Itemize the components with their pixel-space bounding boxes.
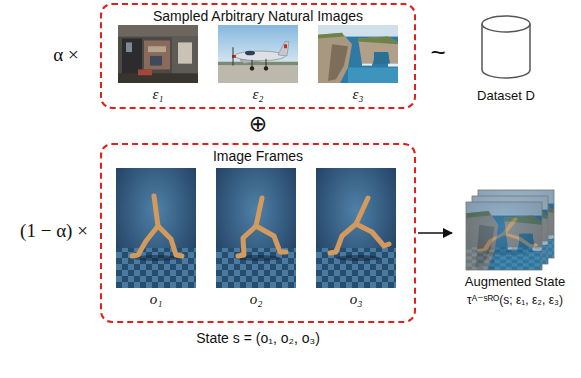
- node-title: Dataset D: [466, 88, 546, 104]
- tilde-symbol: ~: [430, 38, 445, 68]
- cylinder-outline: [479, 14, 533, 80]
- one-minus-alpha-weight: (1 − α) ×: [20, 220, 88, 242]
- image-frames: [116, 168, 396, 288]
- natural-images: [118, 25, 398, 83]
- oplus-symbol: ⊕: [249, 111, 267, 136]
- augmented-state-node: Augmented State τᴬ⁻ˢᴿᴼ(s; ε₁, ε₂, ε₃): [452, 190, 578, 307]
- state-caption: State s = (o₁, o₂, o₃): [196, 330, 320, 346]
- arrow-connector: [418, 232, 452, 234]
- frame-label: o₁: [150, 291, 163, 308]
- image-label: ε₁: [152, 86, 163, 103]
- image-label: ε₃: [352, 86, 363, 103]
- node-title: Augmented State: [452, 274, 578, 290]
- alpha-weight: α ×: [53, 44, 78, 66]
- node-title: Image Frames: [102, 148, 414, 165]
- frame-label: o₃: [350, 291, 363, 308]
- node-title: Sampled Arbitrary Natural Images: [102, 8, 414, 25]
- augmented-stack: [466, 190, 554, 270]
- frame-label: o₂: [250, 291, 263, 308]
- dataset-cylinder: Dataset D: [466, 14, 546, 104]
- node-formula: τᴬ⁻ˢᴿᴼ(s; ε₁, ε₂, ε₃): [452, 293, 578, 307]
- image-label: ε₂: [252, 86, 263, 103]
